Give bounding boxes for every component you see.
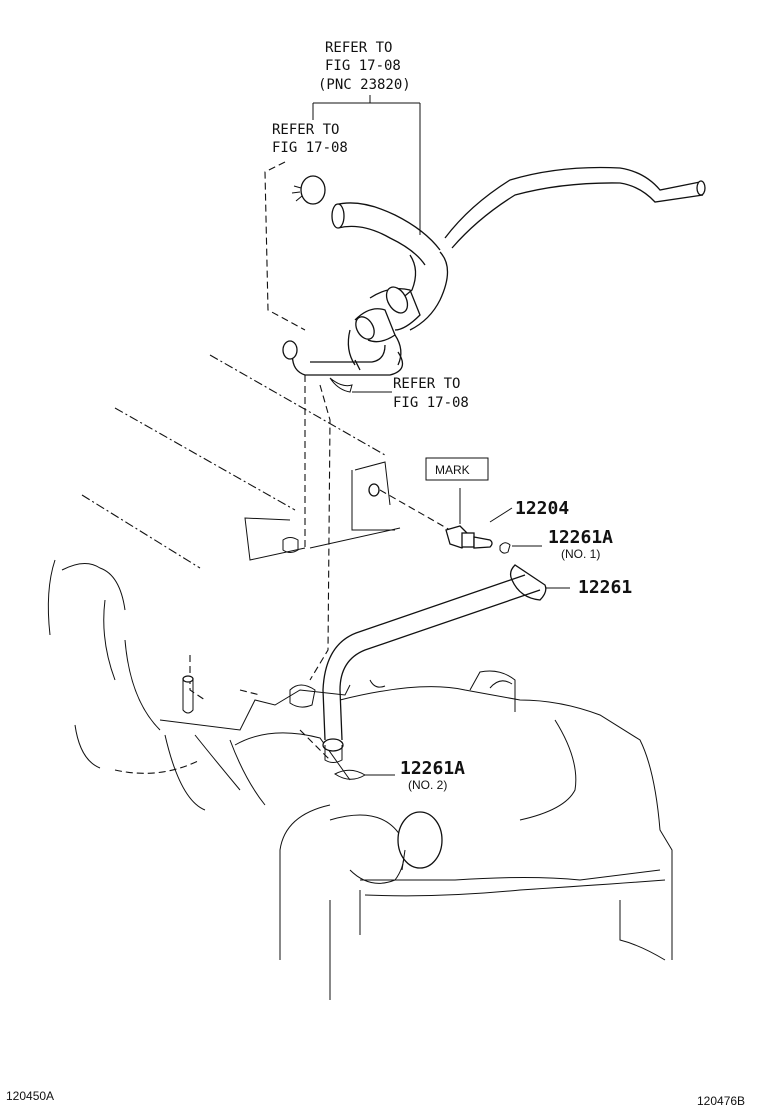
ref-pnc-line-3: (PNC 23820)	[318, 77, 411, 93]
ref-mid-line-2: FIG 17-08	[393, 395, 469, 411]
footer-left-id: 120450A	[6, 1089, 54, 1103]
ref-pnc-line-1: REFER TO	[325, 40, 392, 56]
engine-block	[47, 354, 673, 1000]
ref-pnc-line-2: FIG 17-08	[325, 58, 401, 74]
ref-left-line-2: FIG 17-08	[272, 140, 348, 156]
ref-left-line-1: REFER TO	[272, 122, 339, 138]
upper-hose-assembly	[282, 166, 706, 376]
part-number-12261: 12261	[578, 577, 632, 598]
mid-clip	[329, 377, 392, 393]
ref-mid-line-1: REFER TO	[393, 376, 460, 392]
part-sub-no2: (NO. 2)	[408, 778, 447, 792]
clip-no1	[499, 542, 542, 554]
footer-right-id: 120476B	[697, 1094, 745, 1108]
pnc-bracket	[312, 95, 421, 235]
clip-no2	[334, 769, 395, 780]
mark-callout: MARK	[425, 457, 489, 481]
part-sub-no1: (NO. 1)	[561, 547, 600, 561]
part-number-12204: 12204	[515, 498, 569, 519]
left-clip	[291, 175, 326, 205]
pcv-valve-12204	[379, 488, 513, 549]
part-number-12261a-no2: 12261A	[400, 758, 465, 779]
part-number-12261a-no1: 12261A	[548, 527, 613, 548]
hose-12261	[322, 564, 547, 763]
mark-label: MARK	[435, 463, 470, 477]
